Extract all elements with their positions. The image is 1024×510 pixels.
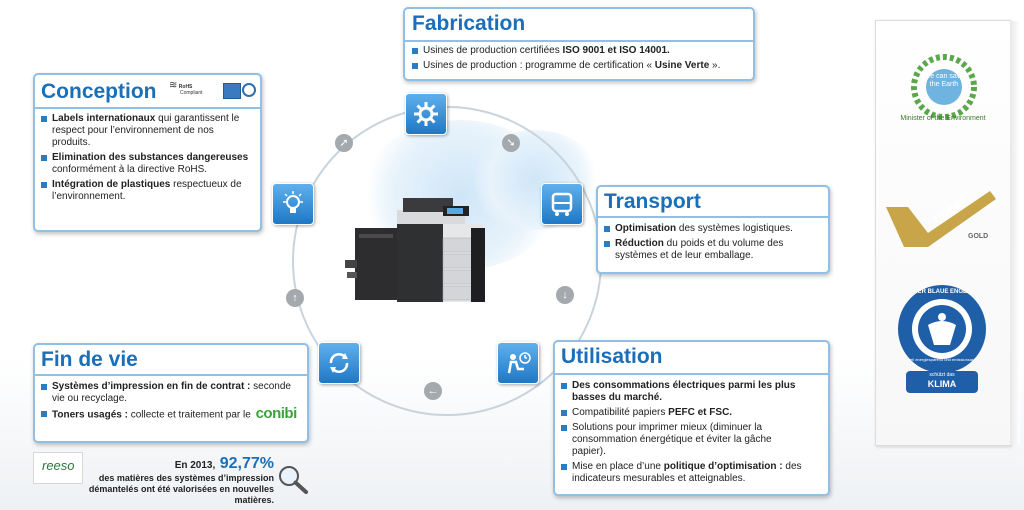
- list-item: Solutions pour imprimer mieux (diminuer …: [561, 422, 805, 458]
- list-item: Toners usagés : collecte et traitement p…: [41, 405, 301, 422]
- list-item: Systèmes d’impression en fin de contrat …: [41, 381, 301, 405]
- utilisation-panel: Utilisation Des consommations électrique…: [553, 340, 830, 496]
- list-item: Labels internationaux qui garantissent l…: [41, 113, 253, 149]
- blue-angel-klima: KLIMA: [927, 379, 957, 389]
- energy-star-icon: [223, 83, 241, 99]
- blue-angel-title: DER BLAUE ENGEL: [913, 289, 971, 295]
- epeat-gold-label: GOLD: [968, 233, 989, 240]
- item-bold: Réduction: [615, 238, 664, 249]
- eco-labels-panel: We can save the Earth Minister of the En…: [875, 20, 1020, 446]
- conibi-logo-text: conibi: [255, 405, 298, 422]
- list-item: Intégration de plastiques respectueux de…: [41, 179, 253, 203]
- item-text: Usines de production : programme de cert…: [423, 60, 655, 71]
- transport-panel: Transport Optimisation des systèmes logi…: [596, 185, 830, 274]
- ecolabel-icon: [242, 83, 256, 97]
- item-text: seconde vie ou recyclage.: [52, 381, 291, 404]
- arrow-icon: ↓: [556, 286, 574, 304]
- fabrication-list: Usines de production certifiées ISO 9001…: [412, 45, 748, 75]
- arrow-icon: ←: [424, 382, 442, 400]
- rohs-icon: ≋: [169, 80, 178, 91]
- list-item: Elimination des substances dangereuses c…: [41, 152, 253, 176]
- item-bold: Elimination des substances dangereuses: [52, 152, 249, 163]
- list-item: Des consommations électriques parmi les …: [561, 380, 805, 404]
- reeso-logo: reeso: [33, 452, 83, 484]
- moe-eco-label: [911, 54, 977, 120]
- item-text: ».: [709, 60, 721, 71]
- moe-caption: Minister of the Environment: [900, 115, 986, 122]
- item-text: Usines de production certifiées: [423, 45, 563, 56]
- blue-angel-icon: [898, 285, 986, 393]
- bus-icon: [541, 183, 583, 225]
- magnifier-icon: [279, 466, 308, 494]
- moe-label-text: We can save the Earth: [923, 73, 965, 88]
- utilisation-list: Des consommations électriques parmi les …: [561, 380, 805, 488]
- reeso-percent: 92,77%: [219, 455, 274, 472]
- list-item: Usines de production : programme de cert…: [412, 60, 748, 72]
- item-text: qui garantissent le respect pour l’envir…: [52, 113, 240, 148]
- item-text: Compatibilité papiers: [572, 407, 669, 418]
- rohs-label: RoHS: [178, 84, 193, 90]
- item-text: des indicateurs mesurables et atteignabl…: [572, 461, 802, 484]
- item-text: conformément à la directive RoHS.: [52, 164, 208, 175]
- item-bold: Toners usagés :: [52, 409, 128, 421]
- blue-angel-subtext: weil energiesparend und emissionsarm: [907, 357, 977, 362]
- list-item: Usines de production certifiées ISO 9001…: [412, 45, 748, 57]
- arrow-icon: ↑: [286, 289, 304, 307]
- gear-icon: [405, 93, 447, 135]
- utilisation-title: Utilisation: [561, 345, 663, 368]
- fin-de-vie-panel: Fin de vie Systèmes d’impression en fin …: [33, 343, 309, 443]
- item-bold: Intégration de plastiques: [52, 179, 171, 190]
- divider: [555, 373, 828, 375]
- conception-list: Labels internationaux qui garantissent l…: [41, 113, 253, 206]
- item-text: Solutions pour imprimer mieux (diminuer …: [572, 422, 772, 457]
- item-bold: politique d’optimisation :: [663, 461, 783, 472]
- item-bold: PEFC et FSC.: [668, 407, 733, 418]
- reeso-logo-text: reeso: [42, 458, 75, 473]
- divider: [405, 40, 753, 42]
- item-text: Mise en place d’une: [572, 461, 664, 472]
- epeat-check-icon: [886, 191, 996, 247]
- transport-title: Transport: [604, 190, 701, 213]
- reeso-line: des matières des systèmes d’impression d…: [88, 473, 274, 505]
- fabrication-panel: Fabrication Usines de production certifi…: [403, 7, 755, 81]
- arrow-icon: ➘: [502, 134, 520, 152]
- item-bold: Des consommations électriques parmi les …: [572, 380, 796, 403]
- rohs-badge: ≋ RoHS Compliant: [169, 80, 203, 97]
- printer-illustration: [345, 198, 485, 302]
- divider: [35, 107, 260, 109]
- list-item: Compatibilité papiers PEFC et FSC.: [561, 407, 805, 419]
- fin-de-vie-title: Fin de vie: [41, 348, 138, 371]
- conception-title: Conception: [41, 80, 157, 103]
- conibi-logo: conibi: [255, 405, 298, 422]
- blue-angel-klima-top: schützt das: [929, 372, 955, 378]
- list-item: Optimisation des systèmes logistiques.: [604, 223, 822, 235]
- divider: [598, 216, 828, 218]
- lightbulb-icon: [272, 183, 314, 225]
- item-text: collecte et traitement par le: [127, 409, 254, 421]
- item-bold: Optimisation: [615, 223, 677, 234]
- conception-panel: Conception ≋ RoHS Compliant Labels inter…: [33, 73, 262, 232]
- list-item: Mise en place d’une politique d’optimisa…: [561, 461, 805, 485]
- divider: [35, 374, 307, 376]
- arrow-icon: ➚: [335, 134, 353, 152]
- user-clock-icon: [497, 342, 539, 384]
- item-text: respectueux de l’environnement.: [52, 179, 242, 202]
- item-bold: Labels internationaux: [52, 113, 156, 124]
- item-bold: ISO 9001 et ISO 14001.: [562, 45, 670, 56]
- list-item: Réduction du poids et du volume des syst…: [604, 238, 822, 262]
- reeso-year: En 2013,: [174, 460, 216, 471]
- reeso-statement: En 2013, 92,77%: [84, 455, 274, 473]
- item-bold: Systèmes d’impression en fin de contrat …: [52, 381, 251, 392]
- item-bold: Usine Verte: [654, 60, 710, 71]
- rohs-compliant-label: Compliant: [180, 90, 203, 96]
- transport-list: Optimisation des systèmes logistiques. R…: [604, 223, 822, 265]
- recycle-icon: [318, 342, 360, 384]
- fin-de-vie-list: Systèmes d’impression en fin de contrat …: [41, 381, 301, 425]
- fabrication-title: Fabrication: [412, 12, 526, 35]
- item-text: du poids et du volume des systèmes et de…: [615, 238, 784, 261]
- item-text: des systèmes logistiques.: [676, 223, 793, 234]
